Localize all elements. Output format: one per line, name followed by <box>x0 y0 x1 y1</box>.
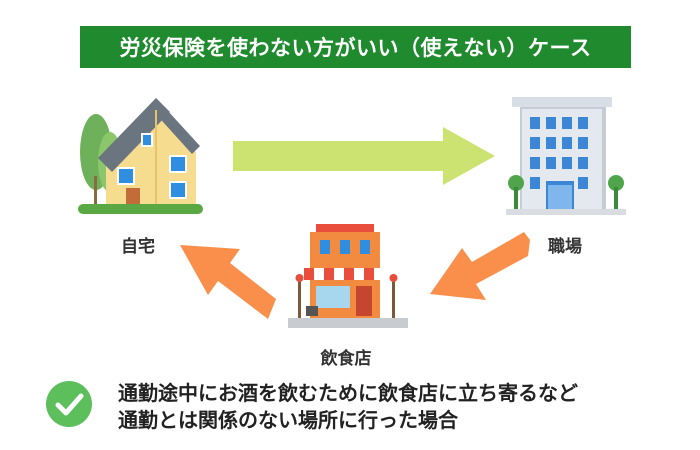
arrow-forward-icon <box>233 127 495 185</box>
office-building-icon <box>506 97 626 215</box>
banner-title: 労災保険を使わない方がいい（使えない）ケース <box>80 26 631 68</box>
note-line-2: 通勤とは関係のない場所に行った場合 <box>118 408 458 432</box>
restaurant-label: 飲食店 <box>320 349 372 369</box>
note-line-1: 通勤途中にお酒を飲むために飲食店に立ち寄るなど <box>118 381 578 405</box>
arrow-return-left-icon <box>180 245 276 319</box>
restaurant-icon <box>288 224 408 328</box>
note-text: 通勤途中にお酒を飲むために飲食店に立ち寄るなど 通勤とは関係のない場所に行った場… <box>118 380 678 434</box>
house-icon <box>78 98 203 214</box>
checkmark-icon <box>46 381 92 427</box>
workplace-label: 職場 <box>548 237 582 257</box>
home-label: 自宅 <box>121 237 155 257</box>
arrow-return-right-icon <box>430 232 530 300</box>
